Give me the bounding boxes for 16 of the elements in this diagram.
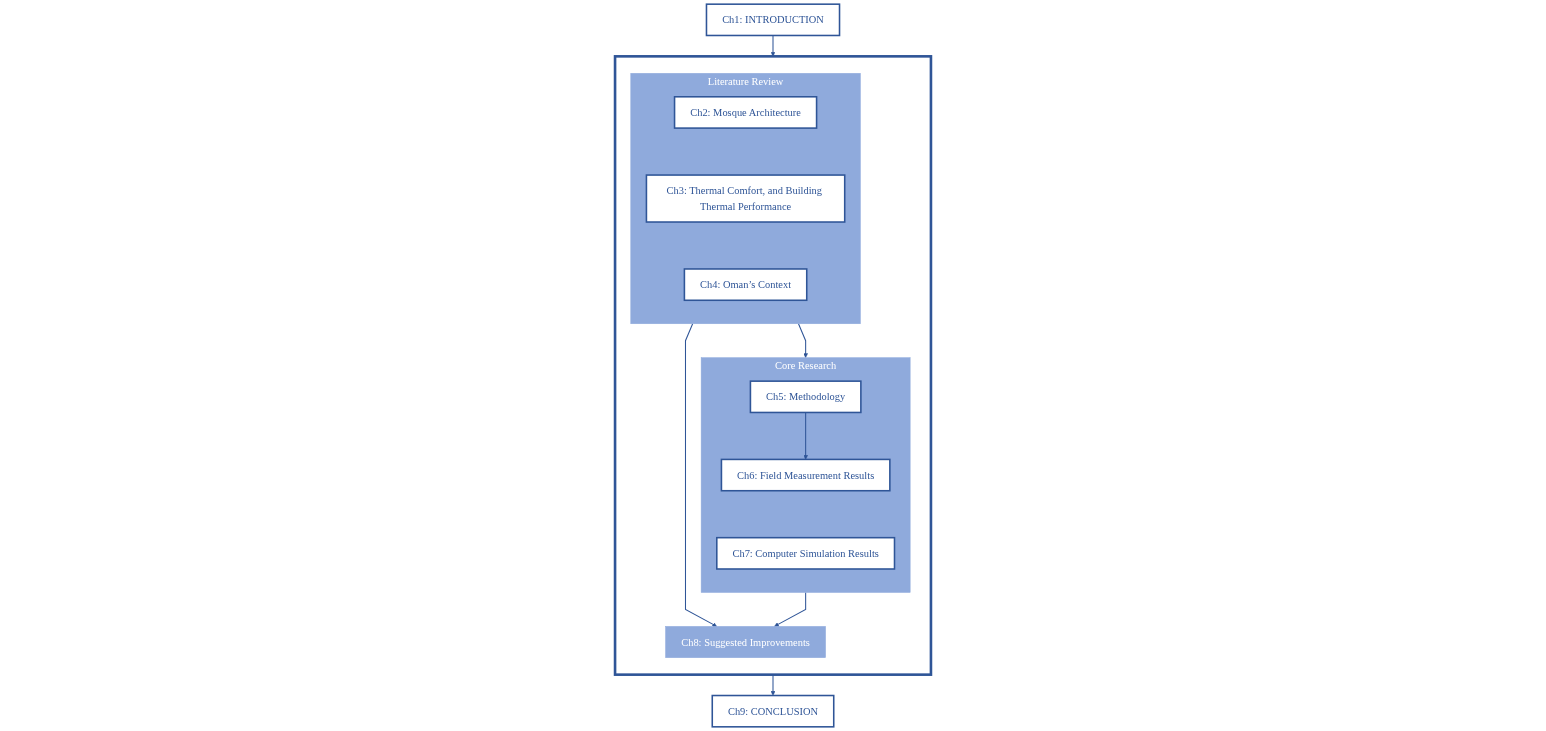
arrow bbox=[770, 34, 776, 57]
node-box: Ch7: Computer Simulation Results bbox=[716, 536, 896, 570]
node-box: Ch6: Field Measurement Results bbox=[720, 458, 891, 492]
node-box: Ch8: Suggested Improvements bbox=[665, 626, 826, 658]
arrow bbox=[684, 323, 717, 627]
node-box: Ch1: INTRODUCTION bbox=[705, 3, 841, 37]
node-box: Ch2: Mosque Architecture bbox=[673, 96, 818, 129]
cluster bbox=[613, 55, 933, 676]
arrow bbox=[774, 591, 807, 627]
node-box: Ch4: Oman’s Context bbox=[683, 268, 808, 302]
arrow bbox=[797, 323, 808, 358]
node-box: Ch3: Thermal Comfort, and Building Thermal Performance bbox=[645, 174, 846, 223]
arrow bbox=[803, 411, 808, 460]
node-box: Ch9: CONCLUSION bbox=[711, 694, 835, 728]
arrow bbox=[770, 674, 776, 696]
node-box: Ch5: Methodology bbox=[749, 380, 862, 414]
